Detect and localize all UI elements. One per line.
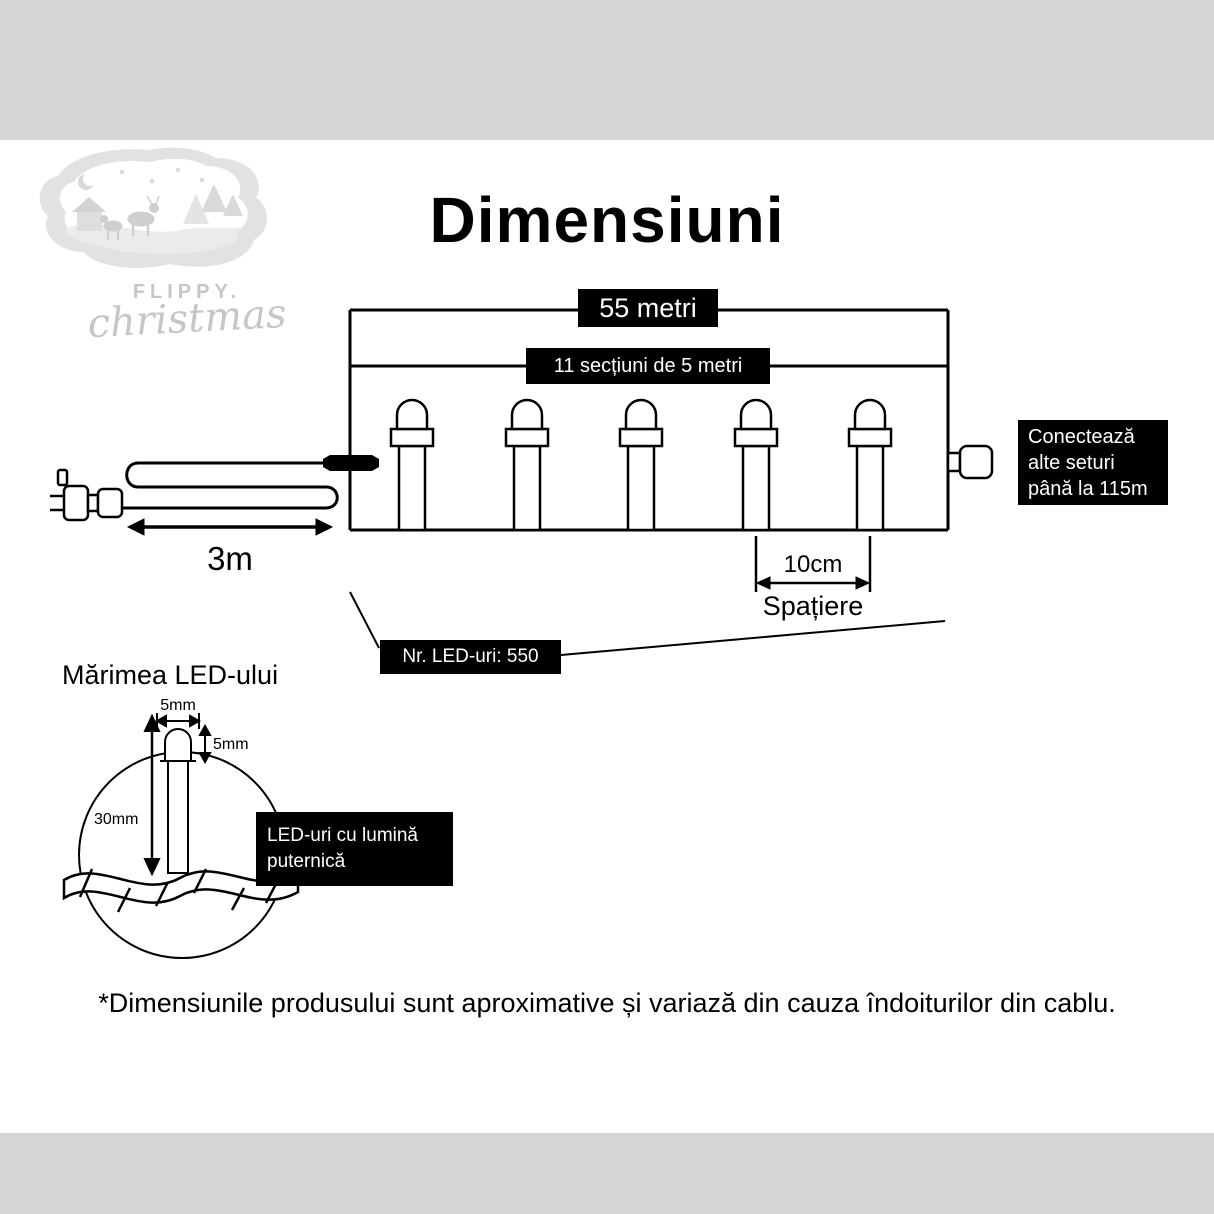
power-plug-icon [50, 468, 124, 522]
connect-sets-label: Conectează alte seturi până la 115m [1018, 420, 1168, 505]
lead-wire [122, 461, 340, 510]
spacing-value-label: 10cm [783, 551, 843, 578]
string-bracket-lines [348, 308, 950, 532]
logo-star-icon [199, 177, 205, 183]
spacing-label: Spațiere [762, 591, 864, 621]
led-detail-circle [78, 751, 286, 959]
top-gray-band [0, 0, 1214, 140]
logo-brand-script: christmas [86, 290, 288, 348]
led-width-label: 5mm [160, 697, 196, 714]
led-measure-arrows [143, 713, 212, 877]
lead-length-label: 3m [207, 540, 253, 577]
led-cap-height-label: 5mm [213, 736, 249, 753]
bottom-gray-band [0, 1133, 1214, 1214]
sections-label: 11 secțiuni de 5 metri [526, 348, 770, 384]
led-bulbs [389, 398, 893, 532]
led-size-section-title: Mărimea LED-ului [62, 660, 279, 690]
lead-length-arrow [126, 518, 334, 536]
led-count-label: Nr. LED-uri: 550 [380, 640, 561, 674]
disclaimer-text: *Dimensiunile produsului sunt aproximati… [98, 988, 1116, 1018]
logo-star-icon [175, 167, 181, 173]
logo-star-icon [119, 169, 125, 175]
inline-connector-icon [323, 455, 379, 471]
led-total-height-label: 30mm [94, 811, 139, 828]
page-title: Dimensiuni [429, 184, 785, 256]
led-brightness-callout: LED-uri cu lumină puternică [256, 812, 453, 886]
logo-brand-name: FLIPPY. [132, 281, 242, 303]
total-length-label: 55 metri [578, 289, 718, 327]
led-closeup-bulb [160, 728, 196, 874]
end-connector-icon [946, 444, 994, 480]
